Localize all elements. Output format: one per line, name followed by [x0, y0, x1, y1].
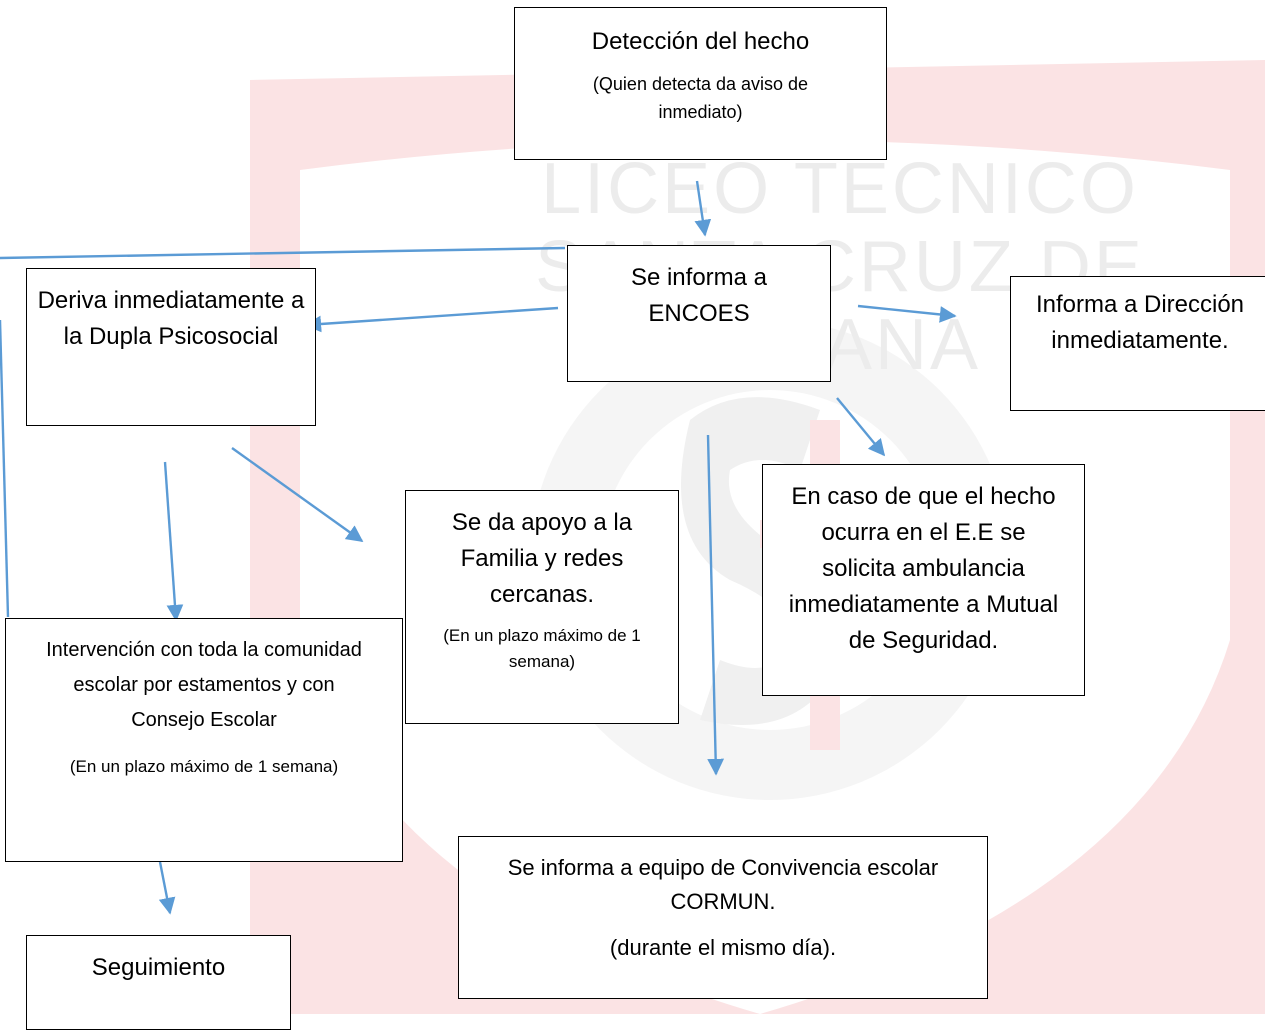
node-intervencion: Intervención con toda la comunidad escol… [5, 618, 403, 862]
line-left-edge [0, 319, 10, 618]
line-encoes-left-loop [0, 246, 566, 260]
node-intervencion-note: (En un plazo máximo de 1 semana) [69, 757, 339, 776]
arrow-encoes-to-cormun [706, 434, 725, 776]
node-cormun-title: Se informa a equipo de Convivencia escol… [507, 855, 939, 914]
watermark-line1: LICEO TECNICO [541, 149, 1139, 229]
node-cormun: Se informa a equipo de Convivencia escol… [458, 836, 988, 999]
node-familia-note: (En un plazo máximo de 1 semana) [443, 626, 641, 671]
node-encoes: Se informa a ENCOES [567, 245, 831, 382]
arrow-encoes-to-ambulancia [836, 397, 886, 457]
node-familia-title: Se da apoyo a la Familia y redes cercana… [451, 509, 633, 608]
arrow-encoes-to-direccion [857, 304, 957, 323]
node-deteccion: Detección del hecho (Quien detecta da av… [514, 7, 887, 160]
node-direccion-title: Informa a Dirección inmediatamente. [1035, 291, 1245, 354]
node-cormun-note: (durante el mismo día). [609, 935, 837, 960]
node-dupla-title: Deriva inmediatamente a la Dupla Psicoso… [37, 287, 305, 350]
node-ambulancia: En caso de que el hecho ocurra en el E.E… [762, 464, 1085, 696]
arrow-dupla-to-intervencion [163, 461, 184, 622]
node-seguimiento: Seguimiento [26, 935, 291, 1030]
node-familia: Se da apoyo a la Familia y redes cercana… [405, 490, 679, 724]
node-dupla: Deriva inmediatamente a la Dupla Psicoso… [26, 268, 316, 426]
arrow-deteccion-to-encoes [694, 180, 712, 237]
node-seguimiento-title: Seguimiento [91, 954, 226, 981]
node-deteccion-note: (Quien detecta da aviso de inmediato) [592, 74, 809, 122]
node-ambulancia-title: En caso de que el hecho ocurra en el E.E… [788, 483, 1059, 654]
node-direccion: Informa a Dirección inmediatamente. [1010, 276, 1265, 411]
node-encoes-title: Se informa a ENCOES [630, 264, 768, 327]
node-intervencion-title: Intervención con toda la comunidad escol… [46, 639, 362, 731]
arrow-dupla-to-familia [231, 447, 364, 542]
arrow-intervencion-to-seguimiento [158, 861, 176, 915]
arrow-encoes-to-dupla [304, 306, 559, 333]
node-deteccion-title: Detección del hecho [591, 28, 810, 55]
